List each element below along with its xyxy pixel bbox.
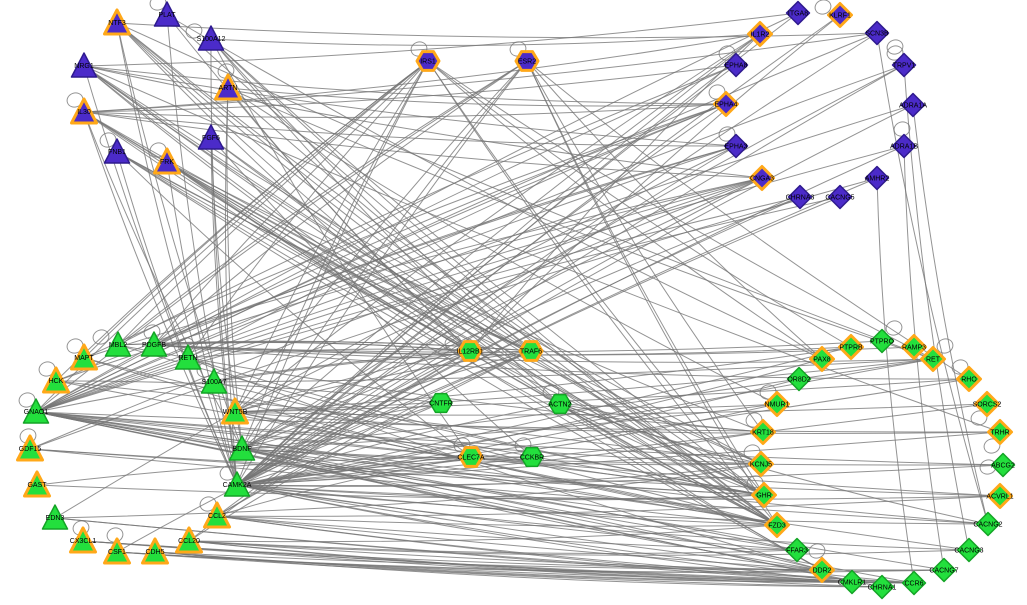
- svg-text:CDH5: CDH5: [145, 549, 164, 556]
- svg-text:ADRA1B: ADRA1B: [890, 144, 918, 151]
- svg-text:EPHA8: EPHA8: [725, 63, 748, 70]
- svg-text:KRT18: KRT18: [752, 430, 774, 437]
- svg-text:BDNF: BDNF: [232, 446, 251, 453]
- svg-text:KCNJ5: KCNJ5: [750, 462, 772, 469]
- svg-text:KLRF1: KLRF1: [829, 13, 851, 20]
- svg-text:ESR2: ESR2: [518, 59, 536, 66]
- svg-text:ACVRL1: ACVRL1: [986, 494, 1013, 501]
- svg-text:PLAT: PLAT: [159, 12, 177, 19]
- svg-text:CACNG5: CACNG5: [825, 195, 854, 202]
- svg-text:CNTFR: CNTFR: [429, 401, 453, 408]
- svg-text:SORCS2: SORCS2: [973, 402, 1002, 409]
- svg-text:ABCG2: ABCG2: [991, 463, 1015, 470]
- svg-text:ARTN: ARTN: [219, 85, 238, 92]
- svg-text:IL30: IL30: [77, 109, 91, 116]
- svg-text:CACNG2: CACNG2: [973, 522, 1002, 529]
- svg-text:CMKLR1: CMKLR1: [838, 580, 867, 587]
- svg-text:IL1R2: IL1R2: [751, 32, 770, 39]
- svg-text:EDN3: EDN3: [46, 515, 65, 522]
- svg-text:ITGA8: ITGA8: [788, 11, 808, 18]
- svg-text:FRK: FRK: [160, 159, 174, 166]
- svg-text:AMHR2: AMHR2: [865, 176, 890, 183]
- svg-text:PDGFB: PDGFB: [142, 342, 166, 349]
- svg-text:CCKBR: CCKBR: [520, 455, 545, 462]
- svg-text:DDR2: DDR2: [812, 568, 831, 575]
- svg-text:S100A7: S100A7: [202, 379, 227, 386]
- svg-text:RAMP3: RAMP3: [902, 345, 926, 352]
- svg-text:OR8D2: OR8D2: [787, 377, 810, 384]
- svg-text:NMUR1: NMUR1: [765, 402, 790, 409]
- svg-text:TRHR: TRHR: [990, 430, 1009, 437]
- svg-text:CCR6: CCR6: [904, 581, 923, 588]
- svg-text:PAX8: PAX8: [813, 357, 830, 364]
- svg-text:FNB1: FNB1: [108, 149, 126, 156]
- svg-text:CLEC7A: CLEC7A: [457, 455, 485, 462]
- svg-text:NRG1: NRG1: [74, 63, 94, 70]
- svg-text:CCL20: CCL20: [178, 538, 200, 545]
- svg-text:ADRA1A: ADRA1A: [899, 103, 927, 110]
- svg-text:CAMK2A: CAMK2A: [223, 482, 252, 489]
- svg-text:NTF3: NTF3: [108, 20, 126, 27]
- svg-text:RHO: RHO: [961, 377, 977, 384]
- svg-text:FGF6: FGF6: [202, 135, 220, 142]
- svg-text:SCN3B: SCN3B: [865, 31, 889, 38]
- svg-text:TRPV1: TRPV1: [893, 63, 916, 70]
- svg-text:CX3CL1: CX3CL1: [70, 538, 97, 545]
- svg-text:GHR: GHR: [756, 493, 772, 500]
- svg-text:MAPT: MAPT: [74, 355, 94, 362]
- svg-text:CACNG3: CACNG3: [954, 548, 983, 555]
- svg-text:GAST: GAST: [27, 482, 47, 489]
- svg-text:CHRNA3: CHRNA3: [786, 195, 815, 202]
- svg-text:RETN: RETN: [178, 355, 197, 362]
- svg-text:IL12RB1: IL12RB1: [456, 349, 483, 356]
- svg-text:PTPRO: PTPRO: [870, 339, 895, 346]
- svg-text:WNT5B: WNT5B: [223, 409, 248, 416]
- svg-text:CHRNA1: CHRNA1: [868, 585, 897, 592]
- svg-text:S100A12: S100A12: [197, 36, 226, 43]
- svg-text:CSF1: CSF1: [108, 549, 126, 556]
- svg-text:GDF15: GDF15: [19, 446, 42, 453]
- svg-text:MBL2: MBL2: [109, 342, 127, 349]
- svg-text:CNGA3: CNGA3: [750, 176, 774, 183]
- svg-text:EPHA3: EPHA3: [725, 144, 748, 151]
- svg-text:RET: RET: [926, 357, 941, 364]
- svg-text:FFAR3: FFAR3: [786, 548, 808, 555]
- svg-text:PTPRB: PTPRB: [839, 345, 863, 352]
- svg-text:FZD3: FZD3: [768, 523, 786, 530]
- svg-text:EPHA4: EPHA4: [715, 102, 738, 109]
- svg-text:GNAO1: GNAO1: [24, 409, 49, 416]
- svg-text:ACTN2: ACTN2: [549, 402, 572, 409]
- svg-text:CACNG7: CACNG7: [929, 568, 958, 575]
- svg-text:TRAF6: TRAF6: [520, 349, 542, 356]
- svg-text:IRS1: IRS1: [420, 59, 436, 66]
- svg-text:CCL2: CCL2: [208, 513, 226, 520]
- svg-text:HCK: HCK: [49, 378, 64, 385]
